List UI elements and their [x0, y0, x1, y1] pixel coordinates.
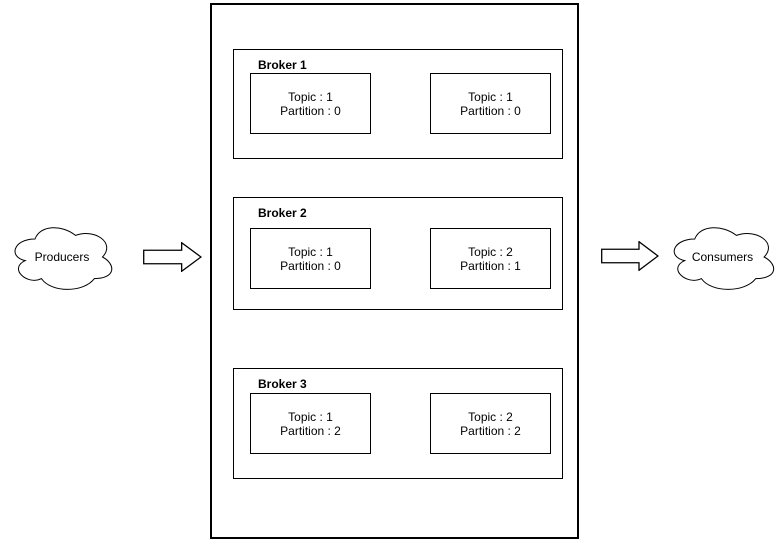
broker-3-partition-1-box: Topic : 1 Partition : 2: [250, 393, 371, 454]
producers-cloud: Producers: [8, 221, 116, 293]
partition-line: Partition : 1: [460, 258, 521, 273]
producers-to-cluster-arrow: [143, 242, 202, 272]
broker-3-partition-2-box: Topic : 2 Partition : 2: [430, 393, 551, 454]
topic-line: Topic : 1: [468, 89, 513, 104]
partition-line: Partition : 0: [460, 103, 521, 118]
consumers-label: Consumers: [691, 250, 754, 264]
topic-line: Topic : 1: [288, 89, 333, 104]
cluster-to-consumers-arrow: [601, 241, 659, 271]
topic-line: Topic : 2: [468, 409, 513, 424]
broker-2-label: Broker 2: [258, 206, 307, 220]
broker-1-partition-2-box: Topic : 1 Partition : 0: [430, 73, 551, 134]
broker-1-partition-1-box: Topic : 1 Partition : 0: [250, 73, 371, 134]
partition-line: Partition : 2: [460, 423, 521, 438]
producers-label: Producers: [34, 250, 90, 264]
broker-3-label: Broker 3: [258, 377, 307, 391]
consumers-cloud: Consumers: [667, 221, 778, 293]
topic-line: Topic : 1: [288, 244, 333, 259]
topic-line: Topic : 1: [288, 409, 333, 424]
right-block-arrow-icon: [601, 241, 659, 271]
partition-line: Partition : 2: [280, 423, 341, 438]
right-block-arrow-icon: [143, 242, 202, 272]
cloud-icon: [8, 221, 116, 293]
topic-line: Topic : 2: [468, 244, 513, 259]
broker-2-partition-1-box: Topic : 1 Partition : 0: [250, 228, 371, 289]
cloud-icon: [667, 221, 778, 293]
partition-line: Partition : 0: [280, 258, 341, 273]
broker-1-label: Broker 1: [258, 58, 307, 72]
partition-line: Partition : 0: [280, 103, 341, 118]
broker-2-partition-2-box: Topic : 2 Partition : 1: [430, 228, 551, 289]
